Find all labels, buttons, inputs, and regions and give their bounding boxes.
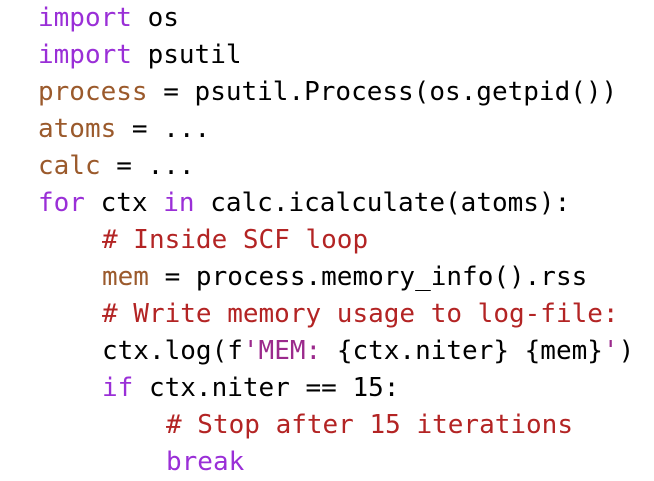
- code-text: psutil: [131, 40, 242, 70]
- code-line-7: # Inside SCF loop: [102, 222, 368, 259]
- code-line-2: import psutil: [38, 37, 242, 74]
- string-literal: ': [602, 336, 619, 366]
- keyword-for: for: [38, 188, 85, 218]
- code-text: = ...: [100, 151, 195, 181]
- variable-process: process: [38, 77, 148, 107]
- code-text: ctx: [84, 188, 164, 218]
- comment: # Stop after 15 iterations: [166, 410, 573, 440]
- keyword-import: import: [38, 3, 132, 33]
- code-line-3: process = psutil.Process(os.getpid()): [38, 74, 617, 111]
- code-line-8: mem = process.memory_info().rss: [102, 259, 587, 296]
- code-text: ): [618, 336, 635, 366]
- comment: # Inside SCF loop: [102, 225, 369, 255]
- keyword-break: break: [166, 447, 245, 477]
- variable-mem: mem: [102, 262, 149, 292]
- code-line-6: for ctx in calc.icalculate(atoms):: [38, 185, 570, 222]
- code-text: os: [131, 3, 179, 33]
- variable-atoms: atoms: [38, 114, 117, 144]
- keyword-import: import: [38, 40, 132, 70]
- code-text: = ...: [116, 114, 211, 144]
- keyword-in: in: [163, 188, 195, 218]
- comment: # Write memory usage to log-file:: [102, 299, 619, 329]
- code-text: ctx.log(f: [102, 336, 243, 366]
- code-line-12: # Stop after 15 iterations: [166, 407, 573, 444]
- code-line-1: import os: [38, 0, 179, 37]
- keyword-if: if: [102, 373, 134, 403]
- code-line-10: ctx.log(f'MEM: {ctx.niter} {mem}'): [102, 333, 634, 370]
- variable-calc: calc: [38, 151, 101, 181]
- code-text: = process.memory_info().rss: [148, 262, 588, 292]
- code-line-4: atoms = ...: [38, 111, 210, 148]
- code-line-11: if ctx.niter == 15:: [102, 370, 399, 407]
- code-line-9: # Write memory usage to log-file:: [102, 296, 619, 333]
- code-line-5: calc = ...: [38, 148, 195, 185]
- code-text: calc.icalculate(atoms):: [194, 188, 571, 218]
- code-line-13: break: [166, 444, 244, 481]
- string-literal: 'MEM:: [242, 336, 337, 366]
- code-text: = psutil.Process(os.getpid()): [147, 77, 618, 107]
- code-text: ctx.niter == 15:: [133, 373, 400, 403]
- code-text: {ctx.niter} {mem}: [336, 336, 603, 366]
